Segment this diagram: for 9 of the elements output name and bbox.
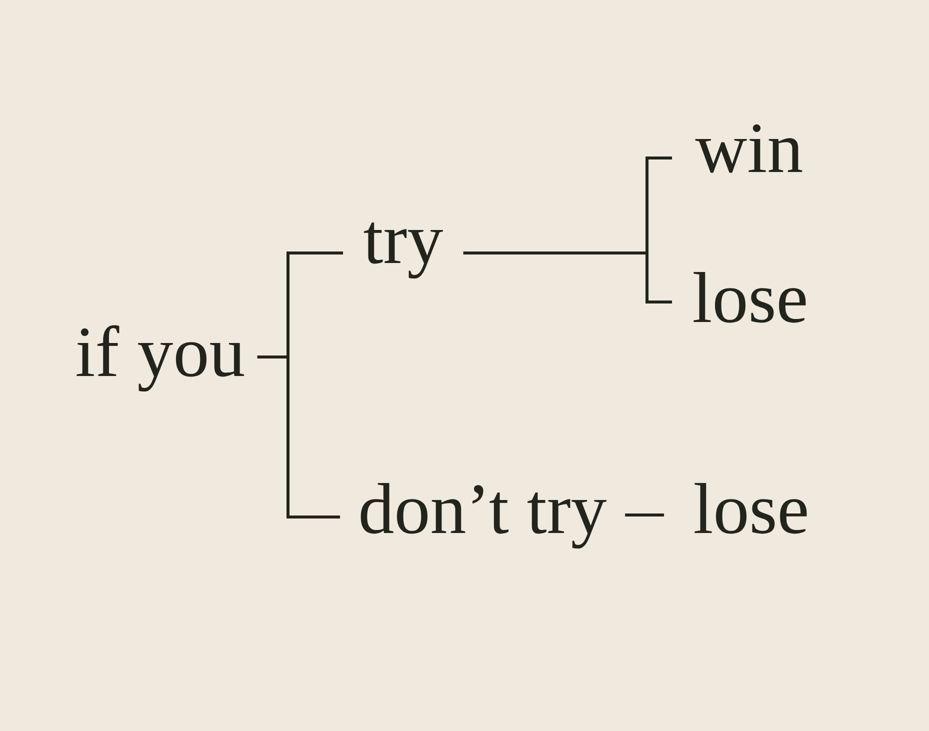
branch-label: lose xyxy=(694,272,806,323)
bracket-line xyxy=(257,356,340,518)
bracket-line xyxy=(463,252,672,304)
branch-label: lose xyxy=(694,483,807,534)
branch-label: try xyxy=(364,222,443,279)
connector-line xyxy=(625,514,664,516)
branch-label: if you xyxy=(76,325,244,392)
branch-label: don’t try xyxy=(360,483,607,549)
branch-label: win xyxy=(695,124,802,173)
